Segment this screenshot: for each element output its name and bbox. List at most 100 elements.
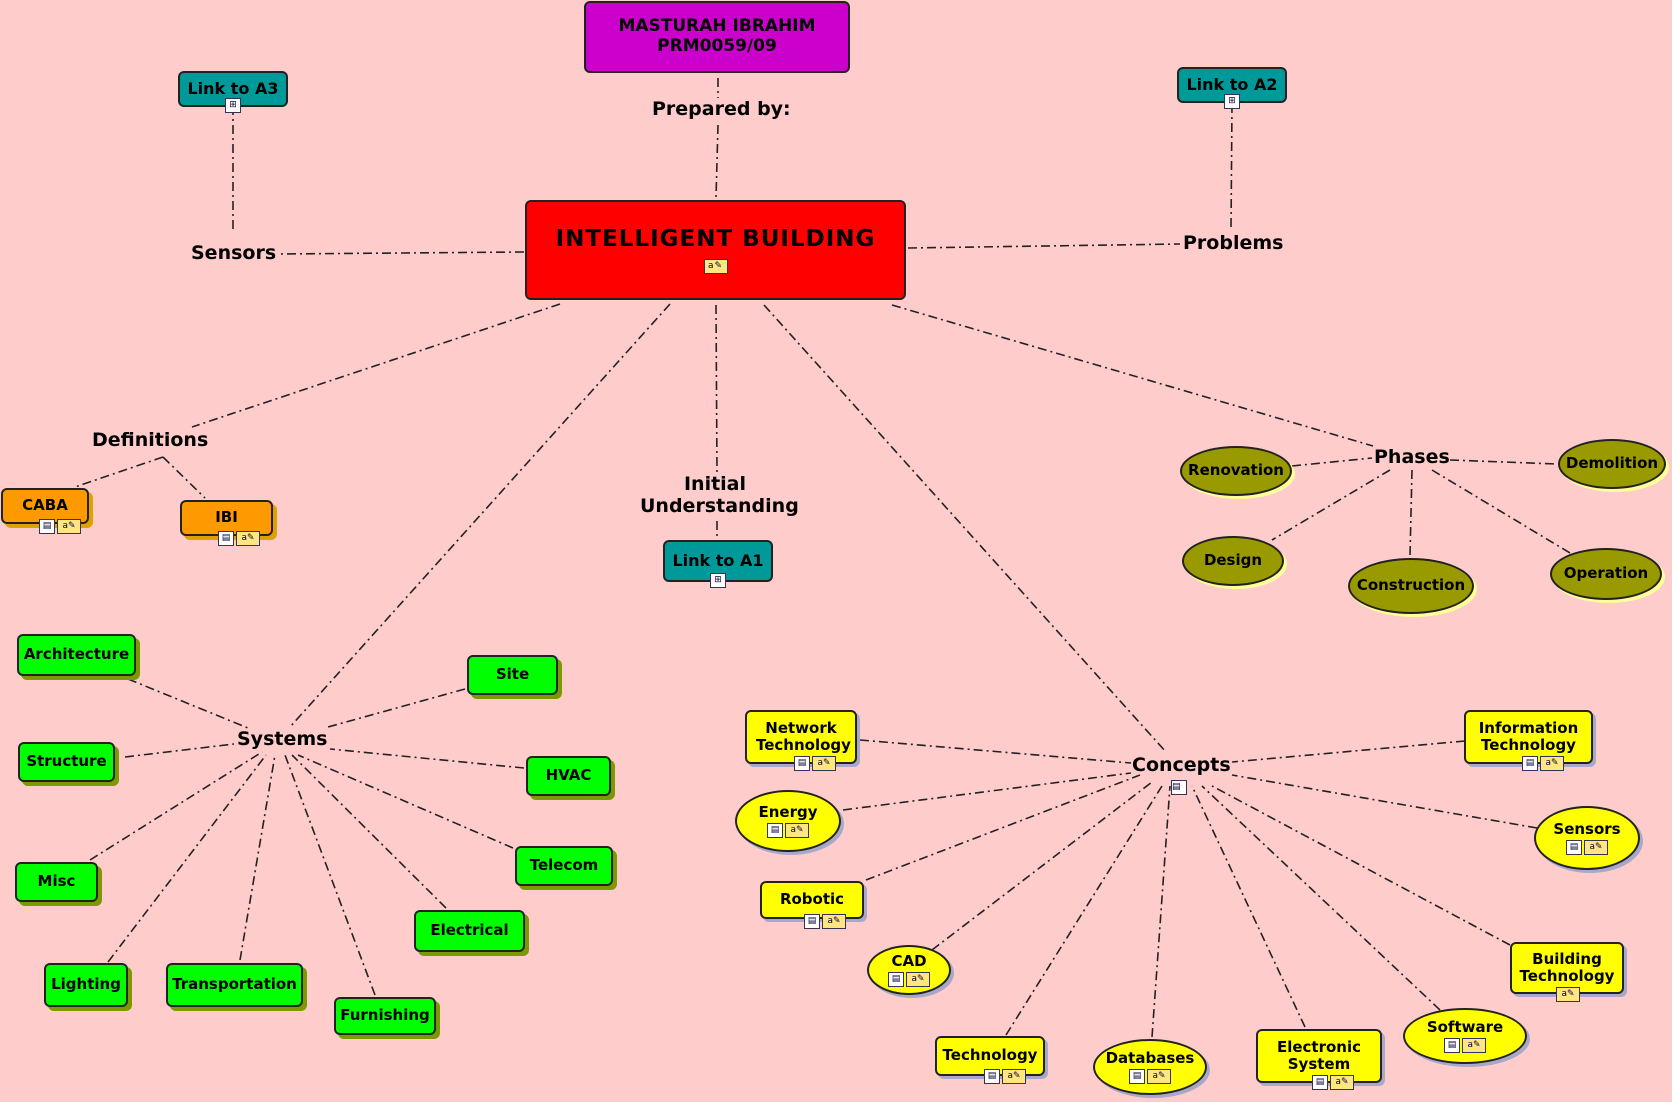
connector-line xyxy=(107,754,267,963)
linked-map-icon[interactable]: ⊞ xyxy=(225,98,241,113)
concept-cad[interactable]: CAD ▤a✎ xyxy=(867,945,951,995)
databases-label: Databases xyxy=(1105,1049,1195,1068)
annotation-icon[interactable]: a✎ xyxy=(812,756,836,771)
connector-line xyxy=(277,251,525,255)
concept-technology[interactable]: Technology ▤a✎ xyxy=(935,1036,1045,1084)
annotation-icon[interactable]: a✎ xyxy=(822,914,846,929)
document-icon[interactable]: ▤ xyxy=(1522,756,1538,771)
phase-construction[interactable]: Construction xyxy=(1348,558,1474,614)
author-id: PRM0059/09 xyxy=(657,36,777,56)
annotation-icon[interactable]: a✎ xyxy=(1147,1068,1171,1084)
structure-label: Structure xyxy=(26,752,107,771)
connector-line xyxy=(1201,785,1441,1011)
annotation-icon[interactable]: a✎ xyxy=(1556,987,1580,1002)
annotation-icon[interactable]: a✎ xyxy=(1002,1069,1026,1084)
connector-line xyxy=(1005,785,1163,1036)
renovation-label: Renovation xyxy=(1188,461,1284,480)
annotation-icon[interactable]: a✎ xyxy=(703,258,728,274)
link-a3-button[interactable]: Link to A3 ⊞ xyxy=(178,71,288,113)
concepts-document-icon[interactable]: ▤ xyxy=(1171,780,1187,795)
concept-energy[interactable]: Energy ▤a✎ xyxy=(735,790,841,852)
concept-databases[interactable]: Databases ▤a✎ xyxy=(1093,1039,1207,1095)
definition-caba[interactable]: CABA ▤a✎ xyxy=(1,488,89,534)
linked-map-icon[interactable]: ⊞ xyxy=(1224,94,1240,109)
central-node[interactable]: INTELLIGENT BUILDING a✎ xyxy=(525,200,906,300)
connector-line xyxy=(291,754,447,909)
concept-electronic-system[interactable]: Electronic System ▤a✎ xyxy=(1256,1029,1382,1090)
hvac-label: HVAC xyxy=(545,766,592,785)
connector-line xyxy=(1271,469,1391,541)
furnishing-label: Furnishing xyxy=(340,1006,430,1025)
document-icon[interactable]: ▤ xyxy=(39,519,55,534)
author-node[interactable]: MASTURAH IBRAHIM PRM0059/09 xyxy=(584,1,850,73)
phase-operation[interactable]: Operation xyxy=(1550,548,1662,600)
system-furnishing[interactable]: Furnishing xyxy=(334,997,436,1035)
system-electrical[interactable]: Electrical xyxy=(414,910,525,952)
phase-renovation[interactable]: Renovation xyxy=(1180,446,1292,496)
connector-line xyxy=(74,456,164,488)
connector-line xyxy=(1151,785,1171,1038)
annotation-icon[interactable]: a✎ xyxy=(1540,756,1564,771)
concept-software[interactable]: Software ▤a✎ xyxy=(1403,1008,1527,1064)
connector-line xyxy=(89,751,263,861)
connector-line xyxy=(284,754,376,996)
concept-information-technology[interactable]: Information Technology ▤a✎ xyxy=(1464,710,1593,771)
link-a1-label: Link to A1 xyxy=(672,550,764,570)
phase-design[interactable]: Design xyxy=(1182,536,1284,586)
system-hvac[interactable]: HVAC xyxy=(526,756,611,796)
document-icon[interactable]: ▤ xyxy=(888,971,904,987)
concept-sensors[interactable]: Sensors ▤a✎ xyxy=(1534,806,1640,870)
annotation-icon[interactable]: a✎ xyxy=(785,822,809,838)
connector-line xyxy=(1191,785,1306,1028)
document-icon[interactable]: ▤ xyxy=(1566,839,1582,855)
misc-label: Misc xyxy=(37,872,76,891)
document-icon[interactable]: ▤ xyxy=(1444,1037,1460,1053)
system-lighting[interactable]: Lighting xyxy=(44,963,128,1007)
system-architecture[interactable]: Architecture xyxy=(17,634,136,676)
connector-line xyxy=(865,774,1141,881)
document-icon[interactable]: ▤ xyxy=(794,756,810,771)
annotation-icon[interactable]: a✎ xyxy=(236,531,260,546)
phase-demolition[interactable]: Demolition xyxy=(1558,439,1666,489)
electrical-label: Electrical xyxy=(430,921,509,940)
system-misc[interactable]: Misc xyxy=(15,862,98,902)
connector-line xyxy=(763,304,1167,753)
document-icon[interactable]: ▤ xyxy=(984,1069,1000,1084)
link-a2-button[interactable]: Link to A2 ⊞ xyxy=(1177,67,1287,109)
connector-line xyxy=(1449,459,1558,465)
link-a2-label: Link to A2 xyxy=(1186,74,1278,94)
document-icon[interactable]: ▤ xyxy=(767,822,783,838)
connector-line xyxy=(1230,103,1233,231)
system-site[interactable]: Site xyxy=(467,655,558,695)
system-structure[interactable]: Structure xyxy=(18,742,115,782)
concept-building-technology[interactable]: Building Technology a✎ xyxy=(1510,942,1624,1002)
author-name: MASTURAH IBRAHIM xyxy=(618,16,816,37)
connector-line xyxy=(239,754,276,961)
connector-line xyxy=(1231,740,1466,763)
concept-robotic[interactable]: Robotic ▤a✎ xyxy=(760,881,864,929)
annotation-icon[interactable]: a✎ xyxy=(1462,1037,1486,1053)
system-transportation[interactable]: Transportation xyxy=(166,963,303,1007)
concept-network-technology[interactable]: Network Technology ▤a✎ xyxy=(745,710,857,771)
site-label: Site xyxy=(495,665,530,684)
cad-label: CAD xyxy=(891,952,927,971)
system-telecom[interactable]: Telecom xyxy=(515,846,613,886)
connector-line xyxy=(124,743,235,758)
document-icon[interactable]: ▤ xyxy=(218,531,234,546)
document-icon[interactable]: ▤ xyxy=(1129,1068,1145,1084)
document-icon[interactable]: ▤ xyxy=(1312,1075,1328,1090)
information-technology-label: Information Technology xyxy=(1478,718,1579,754)
software-label: Software xyxy=(1426,1018,1504,1037)
document-icon[interactable]: ▤ xyxy=(804,914,820,929)
linked-map-icon[interactable]: ⊞ xyxy=(710,573,726,588)
definition-ibi[interactable]: IBI ▤a✎ xyxy=(180,500,273,546)
annotation-icon[interactable]: a✎ xyxy=(906,971,930,987)
annotation-icon[interactable]: a✎ xyxy=(57,519,81,534)
connector-line xyxy=(191,303,561,428)
link-a1-button[interactable]: Link to A1 ⊞ xyxy=(663,540,773,588)
annotation-icon[interactable]: a✎ xyxy=(1584,839,1608,855)
annotation-icon[interactable]: a✎ xyxy=(1330,1075,1354,1090)
architecture-label: Architecture xyxy=(23,645,130,664)
building-technology-label: Building Technology xyxy=(1519,949,1615,985)
